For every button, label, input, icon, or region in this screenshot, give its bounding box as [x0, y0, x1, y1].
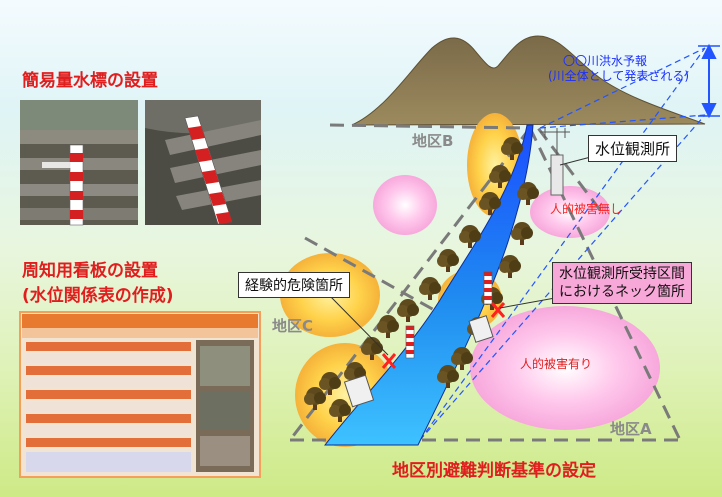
sign-board-icon — [343, 315, 494, 408]
damage-zone — [470, 306, 660, 430]
notice-board-picture — [19, 311, 261, 478]
no-damage-label: 人的被害無し — [550, 202, 623, 216]
forecast-projection — [419, 47, 706, 441]
district-a-label: 地区A — [610, 420, 652, 438]
district-c-label: 地区C — [272, 317, 314, 335]
sign-section-subtitle: (水位関係表の作成) — [22, 286, 174, 306]
gauge-photo-2 — [145, 100, 261, 225]
observatory-label: 水位観測所 — [588, 135, 678, 162]
bottleneck-label-line1: 水位観測所受持区間 — [559, 266, 685, 282]
damage-label: 人的被害有り — [520, 357, 593, 371]
district-b-label: 地区B — [412, 132, 454, 150]
bottleneck-label: 水位観測所受持区間 におけるネック箇所 — [552, 262, 692, 305]
mountain-icon — [351, 35, 706, 126]
gauge-section-title: 簡易量水標の設置 — [22, 71, 158, 91]
empirical-danger-label: 経験的危険箇所 — [238, 272, 350, 298]
danger-mark-icon — [381, 302, 506, 369]
gauge-photo-1 — [20, 100, 138, 226]
forecast-title: 〇〇川洪水予報 — [563, 54, 648, 68]
level-arrow-icon — [698, 43, 720, 119]
sign-section-title: 周知用看板の設置 — [22, 261, 158, 281]
bottleneck-label-line2: におけるネック箇所 — [559, 284, 685, 301]
footer-title: 地区別避難判断基準の設定 — [392, 461, 596, 481]
forecast-subtitle: (川全体として発表される) — [548, 69, 690, 83]
